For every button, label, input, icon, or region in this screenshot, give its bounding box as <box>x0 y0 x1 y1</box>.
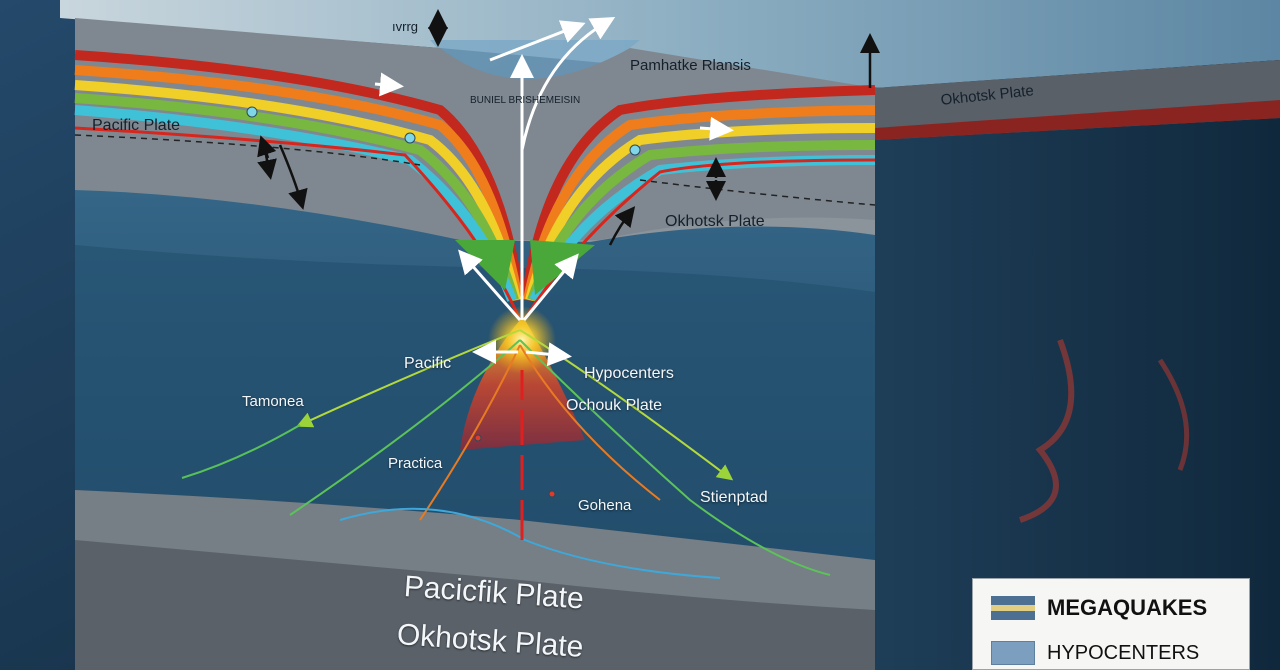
right-face-hypocenter-trace-2 <box>1157 358 1190 471</box>
okhotsk-plate-label-mid: Okhotsk Plate <box>665 213 765 230</box>
quake-markers <box>246 106 641 498</box>
pacific-label-center: Pacific <box>404 355 452 372</box>
right-face-red-band <box>875 100 1280 140</box>
right-face-hypocenter-trace <box>1019 338 1075 523</box>
bottom-plate-lower <box>75 540 875 670</box>
legend-label-hypocenters: HYPOCENTERS <box>1047 641 1200 664</box>
legend: MEGAQUAKES HYPOCENTERS <box>972 578 1250 670</box>
gohena-label: Gohena <box>578 497 632 514</box>
trench-label: BUNIEL BRISHEMEISIN <box>470 95 581 106</box>
legend-item-megaquakes: MEGAQUAKES <box>991 595 1207 621</box>
top-left-tag: ıvrrg <box>392 19 418 34</box>
legend-item-hypocenters: HYPOCENTERS <box>991 641 1199 665</box>
tamonea-label: Tamonea <box>242 393 304 410</box>
stienptad-label: Stienptad <box>700 489 768 506</box>
practica-label: Practica <box>388 455 443 472</box>
black-arrows <box>257 9 880 246</box>
sea-surface <box>60 0 1280 88</box>
white-arrows <box>374 17 734 367</box>
hypocenter-glow <box>488 306 556 374</box>
megaquakes-swatch <box>991 596 1035 620</box>
pacific-plate-label-upper: Pacific Plate <box>92 117 181 134</box>
hypocenters-label: Hypocenters <box>584 365 674 382</box>
ochouk-plate-label: Ochouk Plate <box>566 397 663 414</box>
block-right-face <box>875 60 1280 670</box>
legend-label-megaquakes: MEGAQUAKES <box>1047 595 1208 620</box>
top-right-region-label: Pamhatke Rlansis <box>630 57 751 74</box>
hypocenters-swatch <box>991 641 1035 665</box>
